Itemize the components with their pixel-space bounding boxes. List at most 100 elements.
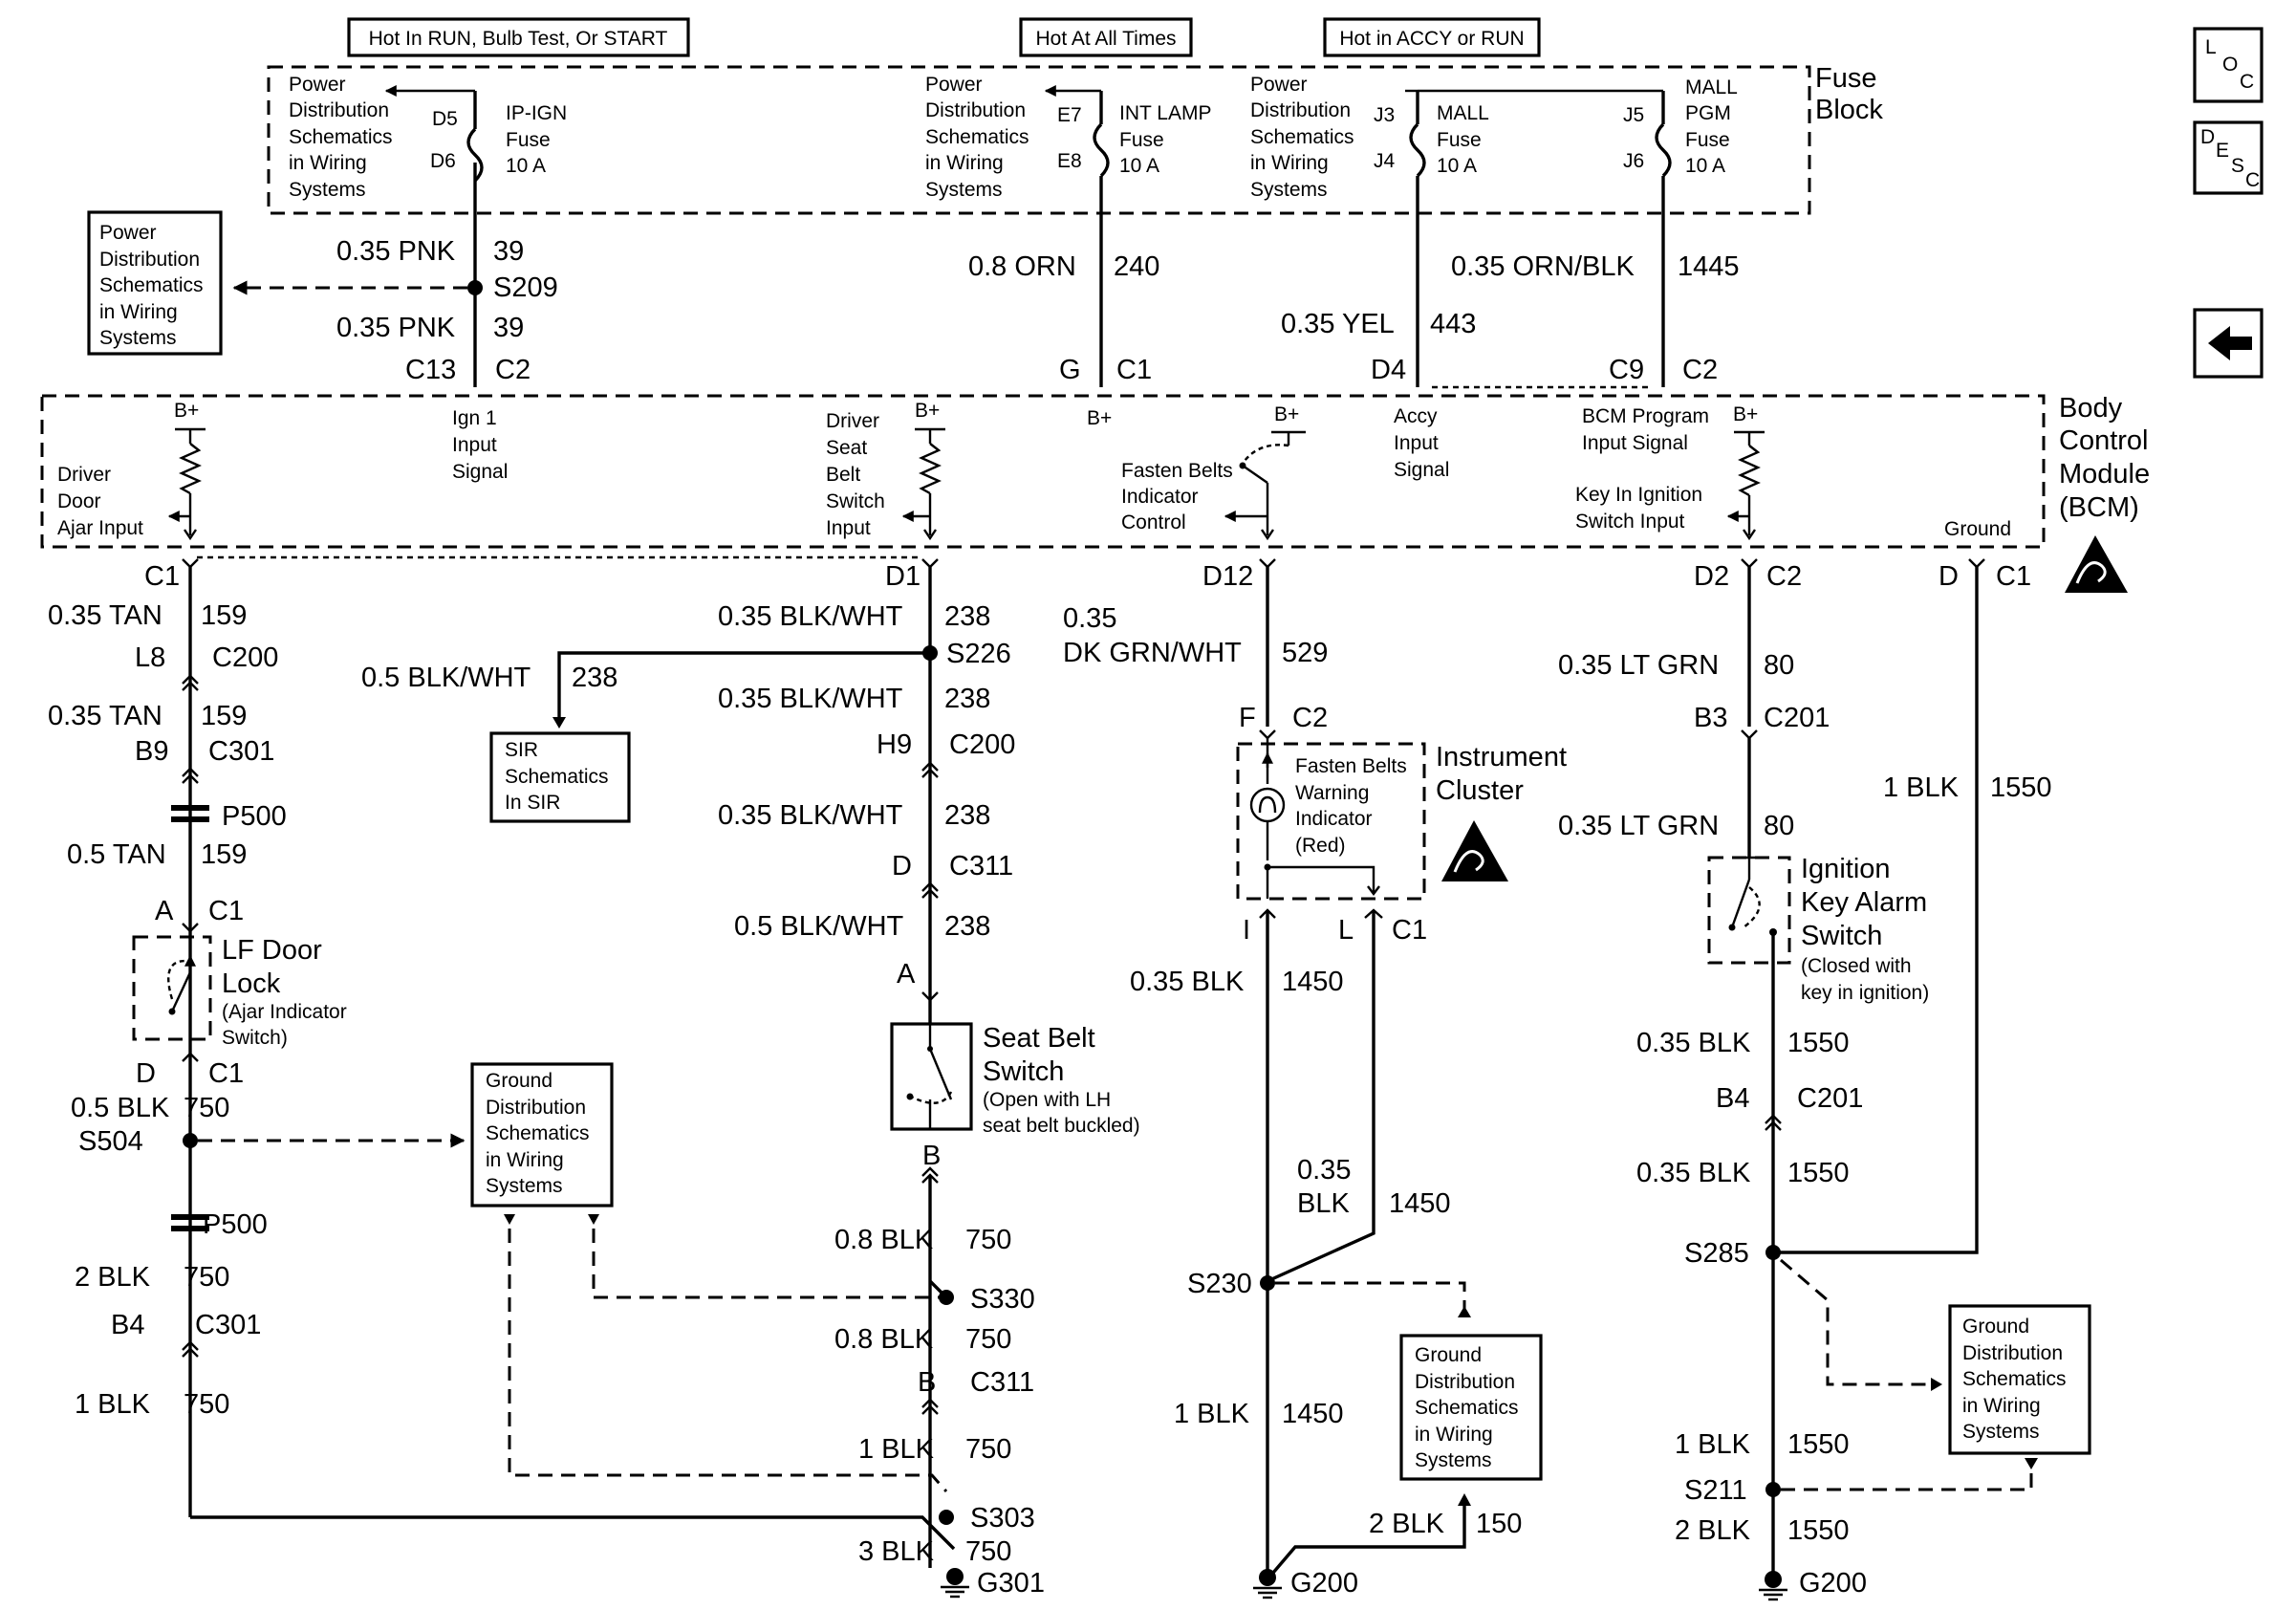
feed-wires: 0.35 PNK 39 S209 0.35 PNK 39 Power Distr… <box>87 176 1740 389</box>
svg-text:in Wiring: in Wiring <box>925 152 1004 174</box>
svg-text:C301: C301 <box>208 736 274 767</box>
desc-button[interactable]: D E S C <box>2193 120 2264 195</box>
svg-text:1550: 1550 <box>1787 1429 1850 1460</box>
svg-text:D: D <box>892 851 912 881</box>
ground-distribution-ref-box-3[interactable]: Ground Distribution Schematics in Wiring… <box>1948 1304 2091 1455</box>
svg-text:0.35 ORN/BLK: 0.35 ORN/BLK <box>1451 251 1635 282</box>
svg-text:Indicator: Indicator <box>1295 808 1373 830</box>
svg-text:C2: C2 <box>1766 561 1802 592</box>
hot-run-label: Hot In RUN, Bulb Test, Or START <box>347 17 690 57</box>
svg-text:L8: L8 <box>135 642 165 673</box>
svg-text:443: 443 <box>1430 309 1476 339</box>
svg-text:0.35 PNK: 0.35 PNK <box>336 236 456 267</box>
svg-text:E7: E7 <box>1057 104 1082 126</box>
svg-text:Systems: Systems <box>1962 1421 2040 1443</box>
svg-text:Schematics: Schematics <box>1250 126 1354 148</box>
svg-text:in Wiring: in Wiring <box>1415 1424 1493 1446</box>
svg-text:Systems: Systems <box>1250 179 1328 201</box>
svg-text:1 BLK: 1 BLK <box>858 1434 935 1465</box>
svg-text:D: D <box>2200 126 2215 148</box>
svg-text:Schematics: Schematics <box>289 126 393 148</box>
svg-text:Switch: Switch <box>1801 921 1882 951</box>
left-arrow-icon <box>2208 326 2252 360</box>
svg-text:D12: D12 <box>1202 561 1253 592</box>
svg-text:Input: Input <box>826 517 871 539</box>
svg-text:Door: Door <box>57 490 101 512</box>
svg-text:in Wiring: in Wiring <box>1962 1395 2041 1417</box>
svg-text:B: B <box>922 1141 941 1171</box>
svg-text:(Red): (Red) <box>1295 835 1346 857</box>
svg-text:750: 750 <box>965 1434 1011 1465</box>
svg-text:J3: J3 <box>1374 104 1395 126</box>
svg-text:Switch): Switch) <box>222 1027 288 1049</box>
warning-lamp-icon <box>1249 787 1286 823</box>
svg-text:150: 150 <box>1476 1509 1522 1539</box>
svg-text:C201: C201 <box>1764 703 1830 733</box>
svg-text:(Closed with: (Closed with <box>1801 955 1912 977</box>
svg-text:0.35 YEL: 0.35 YEL <box>1281 309 1395 339</box>
svg-text:A: A <box>897 959 916 990</box>
svg-text:Distribution: Distribution <box>99 249 200 271</box>
svg-text:DK GRN/WHT: DK GRN/WHT <box>1063 638 1242 668</box>
svg-text:H9: H9 <box>877 729 912 760</box>
svg-text:159: 159 <box>201 600 247 631</box>
svg-text:C311: C311 <box>970 1367 1034 1398</box>
svg-text:Driver: Driver <box>826 410 879 432</box>
svg-text:0.35 BLK/WHT: 0.35 BLK/WHT <box>718 601 903 632</box>
hot-all-times-label: Hot At All Times <box>1019 17 1193 57</box>
svg-text:Schematics: Schematics <box>99 274 204 296</box>
svg-text:Input: Input <box>452 434 497 456</box>
svg-text:Fasten Belts: Fasten Belts <box>1295 755 1407 777</box>
svg-text:Seat Belt: Seat Belt <box>983 1023 1095 1054</box>
svg-text:C13: C13 <box>405 355 456 385</box>
fuse-mall: Power Distribution Schematics in Wiring … <box>1250 74 1663 201</box>
svg-text:Systems: Systems <box>99 327 177 349</box>
svg-text:1550: 1550 <box>1787 1028 1850 1058</box>
svg-text:J5: J5 <box>1623 104 1644 126</box>
svg-text:C9: C9 <box>1609 355 1644 385</box>
fuse-block: Fuse Block Power Distribution Schematics… <box>267 63 1883 215</box>
svg-text:B+: B+ <box>1274 403 1299 425</box>
svg-text:BCM Program: BCM Program <box>1582 405 1709 427</box>
svg-text:10 A: 10 A <box>1685 155 1725 177</box>
svg-text:(BCM): (BCM) <box>2059 492 2139 523</box>
svg-text:0.8 BLK: 0.8 BLK <box>834 1324 934 1355</box>
svg-text:10 A: 10 A <box>1437 155 1477 177</box>
svg-text:Control: Control <box>2059 425 2149 456</box>
svg-text:10 A: 10 A <box>506 155 546 177</box>
back-arrow-button[interactable] <box>2193 308 2264 379</box>
svg-text:F: F <box>1239 703 1256 733</box>
svg-text:Key In Ignition: Key In Ignition <box>1575 484 1702 506</box>
svg-text:1550: 1550 <box>1787 1158 1850 1188</box>
svg-text:C: C <box>2245 169 2260 191</box>
splice-s211: S211 <box>1684 1475 1747 1506</box>
sir-ref-box[interactable]: SIR Schematics In SIR <box>489 731 631 823</box>
svg-text:B+: B+ <box>1087 407 1112 429</box>
svg-text:B+: B+ <box>915 400 940 422</box>
svg-text:L: L <box>2205 36 2217 58</box>
svg-text:E: E <box>2216 140 2229 162</box>
svg-text:D1: D1 <box>885 561 921 592</box>
svg-text:159: 159 <box>201 839 247 870</box>
svg-text:1450: 1450 <box>1389 1188 1451 1219</box>
svg-text:2 BLK: 2 BLK <box>1369 1509 1445 1539</box>
svg-text:(Ajar Indicator: (Ajar Indicator <box>222 1001 347 1023</box>
ground-distribution-ref-box-1[interactable]: Ground Distribution Schematics in Wiring… <box>470 1062 614 1208</box>
svg-text:Power: Power <box>99 222 157 244</box>
loc-button[interactable]: L O C <box>2193 27 2264 103</box>
svg-text:C1: C1 <box>144 561 180 592</box>
svg-text:750: 750 <box>184 1262 229 1293</box>
svg-text:3 BLK: 3 BLK <box>858 1536 935 1567</box>
ground-distribution-ref-box-2[interactable]: Ground Distribution Schematics in Wiring… <box>1399 1334 1543 1481</box>
power-distribution-ref-box[interactable]: Power Distribution Schematics in Wiring … <box>87 210 223 356</box>
svg-text:C1: C1 <box>1392 915 1427 946</box>
svg-text:Fuse: Fuse <box>1815 63 1876 94</box>
svg-text:Instrument: Instrument <box>1436 742 1567 772</box>
svg-text:C301: C301 <box>195 1310 261 1340</box>
svg-text:Seat: Seat <box>826 437 867 459</box>
svg-text:Power: Power <box>289 74 346 96</box>
svg-text:Belt: Belt <box>826 464 860 486</box>
svg-text:Fuse: Fuse <box>1437 129 1482 151</box>
svg-text:0.35 BLK: 0.35 BLK <box>1636 1158 1751 1188</box>
